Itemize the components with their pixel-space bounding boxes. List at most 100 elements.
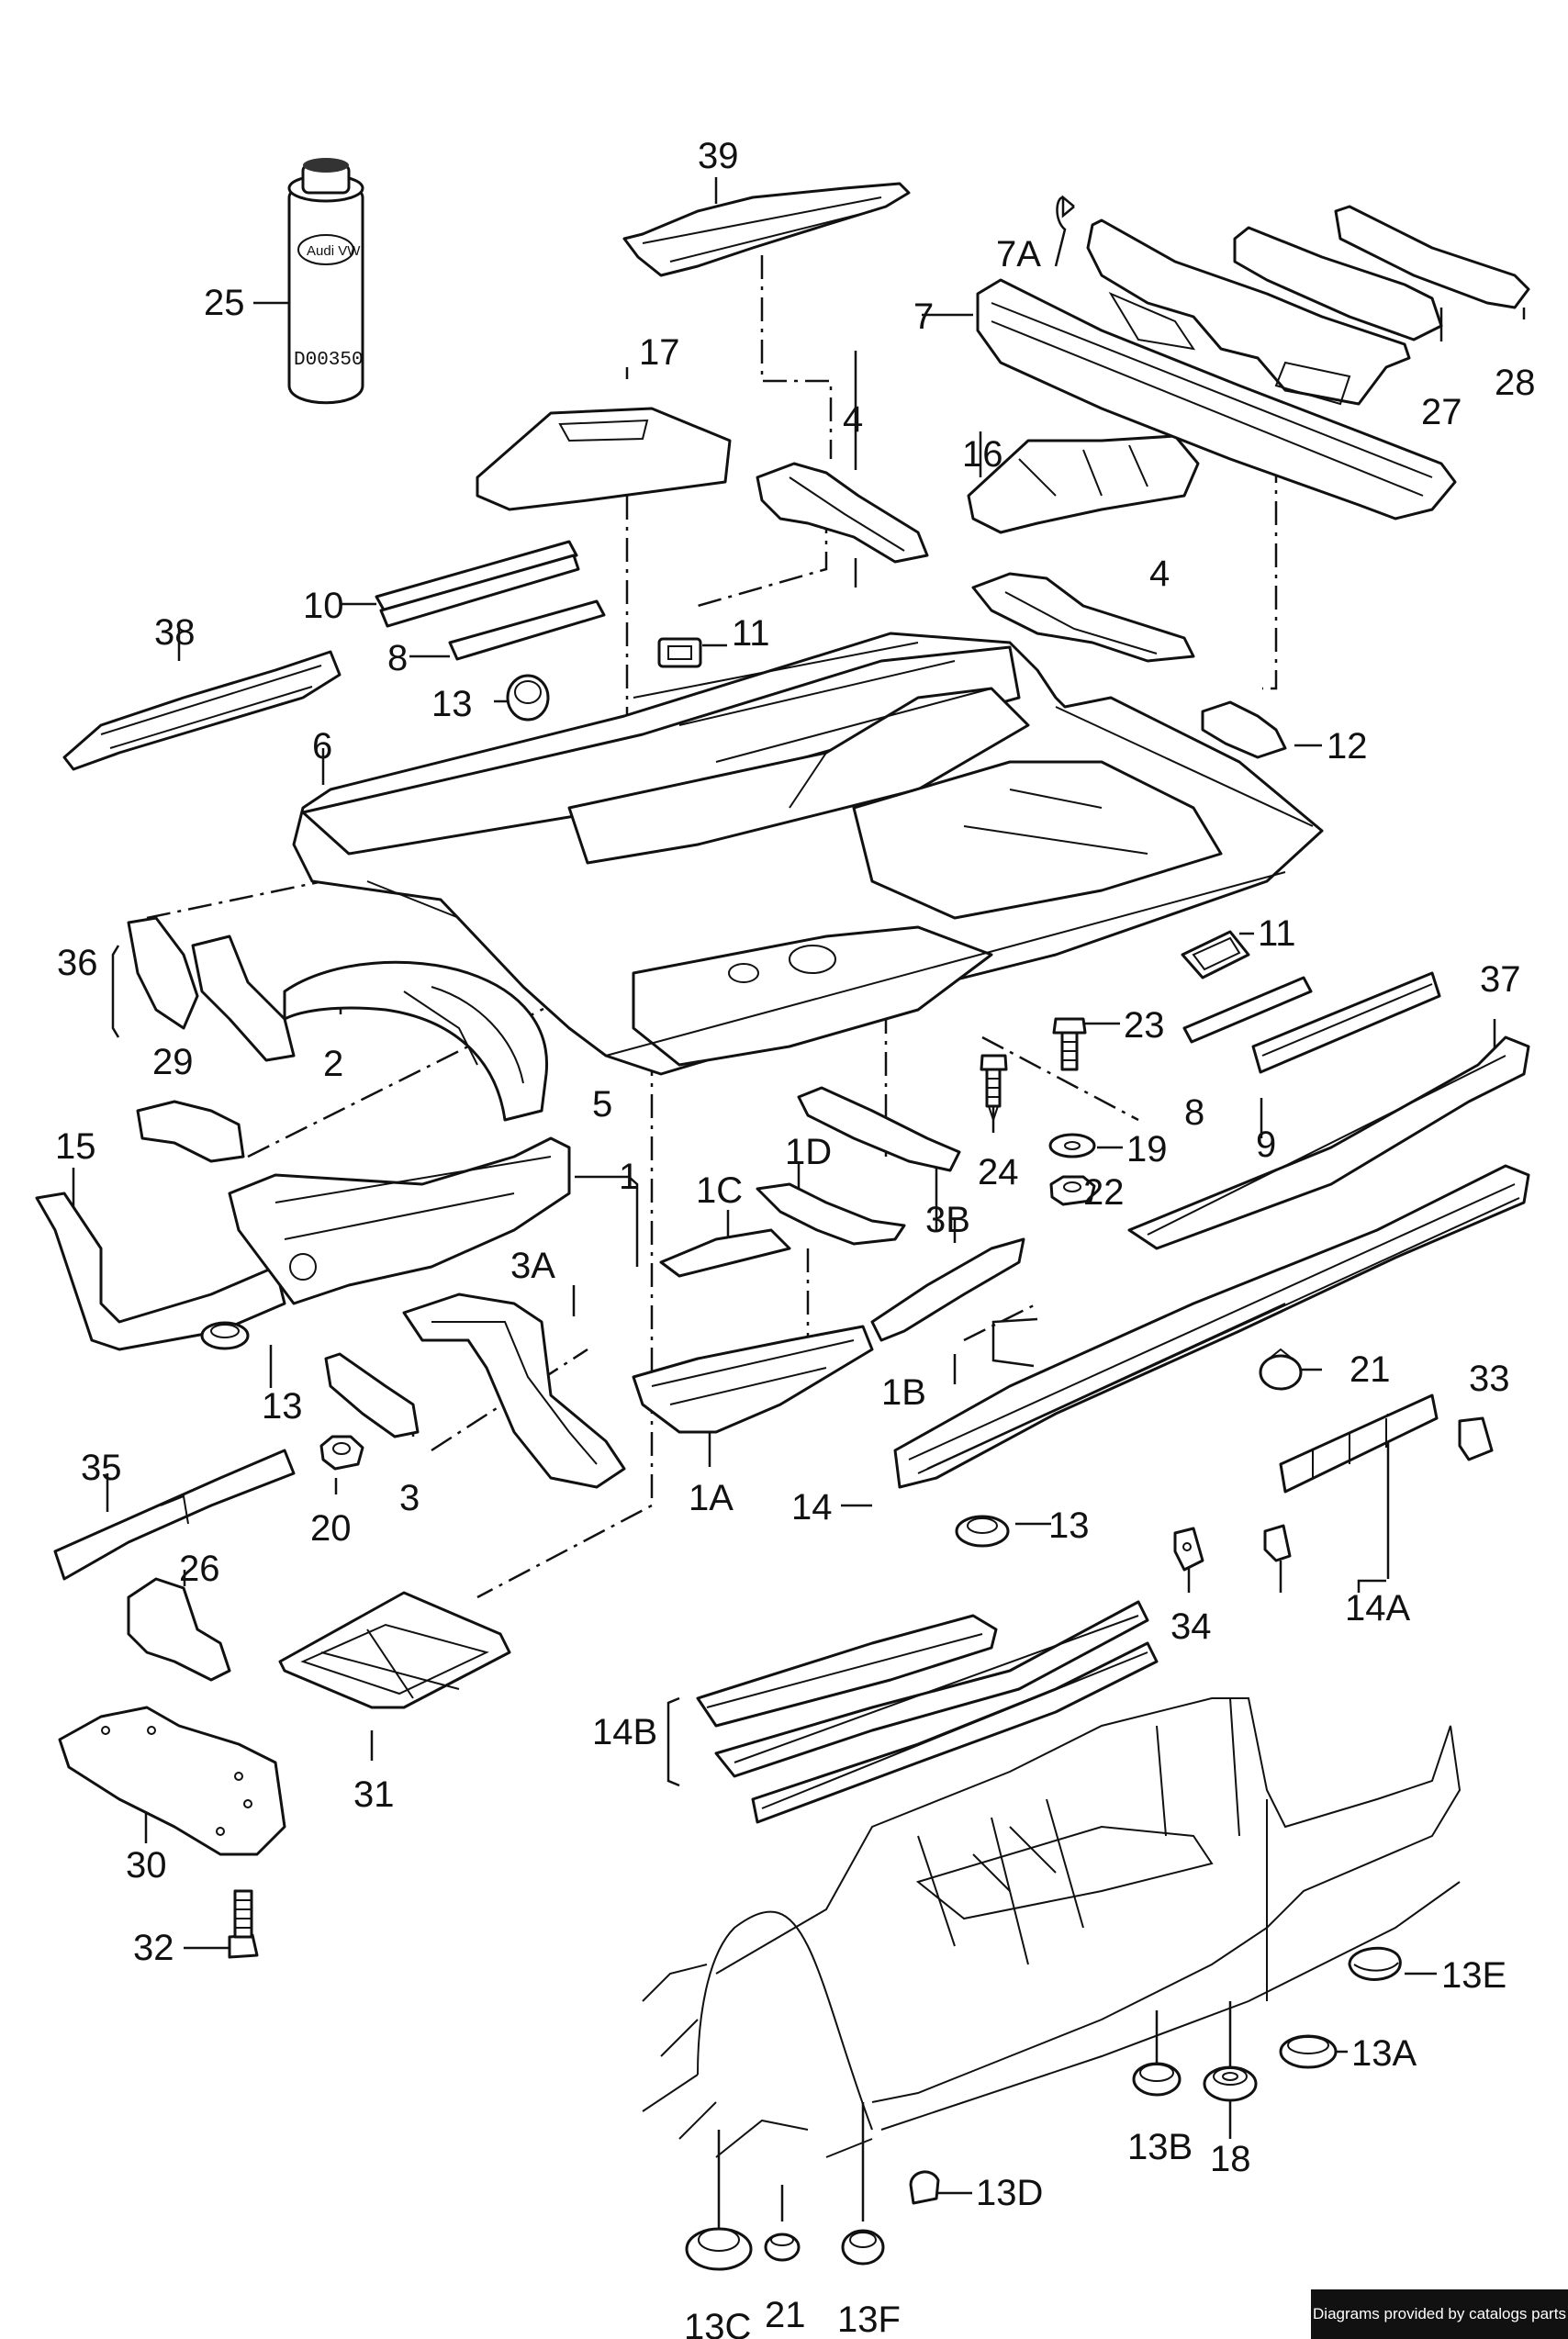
part-31-shape bbox=[278, 1591, 511, 1709]
bolt-23 bbox=[1052, 1017, 1087, 1071]
label-13B: 13B bbox=[1127, 2127, 1193, 2167]
label-35: 35 bbox=[81, 1448, 122, 1488]
part-14A-strip bbox=[1279, 1393, 1439, 1494]
part-1-shape bbox=[228, 1136, 571, 1305]
nut-22 bbox=[1049, 1175, 1096, 1206]
label-1: 1 bbox=[619, 1157, 639, 1197]
label-4-lower: 4 bbox=[1149, 554, 1170, 594]
part-4-upper-bracket bbox=[756, 462, 929, 564]
part-35-shape bbox=[53, 1449, 296, 1581]
label-11-upper: 11 bbox=[732, 613, 770, 654]
label-30: 30 bbox=[126, 1845, 167, 1886]
label-8-upper: 8 bbox=[387, 638, 408, 678]
grommet-13-upper bbox=[506, 674, 550, 722]
part-8-upper-shape bbox=[448, 599, 606, 661]
label-13-mid: 13 bbox=[1048, 1505, 1090, 1546]
part-11-lower bbox=[1181, 930, 1250, 979]
part-37-shape bbox=[1127, 1035, 1530, 1250]
part-33-shape bbox=[1458, 1416, 1494, 1461]
part-1A-shape bbox=[632, 1325, 874, 1434]
label-7: 7 bbox=[913, 297, 934, 337]
label-23: 23 bbox=[1124, 1005, 1165, 1046]
part-38-shape bbox=[62, 650, 342, 771]
part-27-shape bbox=[1086, 218, 1411, 406]
part-3-shape bbox=[324, 1352, 420, 1438]
label-36: 36 bbox=[57, 943, 98, 983]
label-3A: 3A bbox=[510, 1246, 555, 1286]
part-2-shape bbox=[283, 960, 549, 1122]
label-3: 3 bbox=[399, 1478, 420, 1518]
label-13E: 13E bbox=[1441, 1955, 1506, 1996]
label-26: 26 bbox=[179, 1549, 220, 1589]
label-29: 29 bbox=[152, 1042, 194, 1082]
label-28: 28 bbox=[1495, 363, 1536, 403]
nut-20 bbox=[319, 1435, 364, 1471]
label-20: 20 bbox=[310, 1508, 352, 1549]
credit-banner: Diagrams provided by catalogs parts bbox=[1311, 2289, 1568, 2339]
label-37: 37 bbox=[1480, 959, 1521, 1000]
washer-19 bbox=[1048, 1133, 1096, 1158]
label-12: 12 bbox=[1327, 726, 1368, 767]
label-11-lower: 11 bbox=[1258, 913, 1296, 954]
grommet-21-lower bbox=[764, 2233, 801, 2262]
label-1A: 1A bbox=[689, 1478, 734, 1518]
grommet-13A bbox=[1279, 2034, 1338, 2069]
part-7-sill-shape bbox=[976, 278, 1457, 520]
can-label-text: D00350 bbox=[294, 350, 364, 371]
label-7A: 7A bbox=[996, 234, 1041, 274]
body-shell-shape bbox=[642, 1697, 1462, 2158]
paint-can: Audi VW D00350 bbox=[287, 158, 364, 405]
part-34-shape bbox=[1173, 1527, 1204, 1572]
label-25: 25 bbox=[204, 283, 245, 323]
part-29-shape bbox=[136, 1100, 245, 1163]
grommet-13-mid bbox=[955, 1515, 1010, 1548]
label-13-upper: 13 bbox=[431, 684, 473, 724]
part-28-shape bbox=[1334, 205, 1530, 309]
grommet-21-upper bbox=[1259, 1348, 1303, 1391]
grommet-13E bbox=[1348, 1946, 1402, 1981]
label-38: 38 bbox=[154, 612, 196, 653]
part-14A-small-bracket bbox=[1263, 1524, 1292, 1562]
part-1D-shape bbox=[756, 1182, 906, 1246]
label-2: 2 bbox=[323, 1044, 343, 1084]
part-39-shape bbox=[622, 182, 911, 277]
label-19: 19 bbox=[1126, 1129, 1168, 1170]
label-1C: 1C bbox=[696, 1170, 743, 1211]
label-1B: 1B bbox=[881, 1372, 926, 1413]
label-21-lower: 21 bbox=[765, 2295, 806, 2335]
label-8-lower: 8 bbox=[1184, 1092, 1204, 1133]
label-39: 39 bbox=[698, 136, 739, 176]
label-18: 18 bbox=[1210, 2139, 1251, 2179]
part-9-shape bbox=[1251, 971, 1441, 1074]
part-12-shape bbox=[1201, 700, 1287, 759]
part-4-lower-bracket bbox=[971, 572, 1195, 663]
label-14: 14 bbox=[791, 1487, 833, 1528]
label-32: 32 bbox=[133, 1928, 174, 1968]
label-33: 33 bbox=[1469, 1359, 1510, 1399]
part-16-shape bbox=[967, 434, 1200, 534]
part-14B-upper bbox=[696, 1614, 998, 1728]
label-27: 27 bbox=[1421, 392, 1462, 432]
label-13C: 13C bbox=[684, 2307, 751, 2339]
part-3A-shape bbox=[402, 1293, 626, 1489]
label-14A: 14A bbox=[1345, 1588, 1410, 1628]
label-16: 16 bbox=[962, 434, 1003, 475]
label-22: 22 bbox=[1083, 1172, 1125, 1213]
part-17-shape bbox=[476, 407, 732, 511]
callout-labels: 39 25 17 4 7A 7 27 28 16 4 10 11 8 38 13… bbox=[55, 136, 1536, 2339]
floor-pan-shape bbox=[292, 632, 1324, 1076]
label-14B: 14B bbox=[592, 1712, 657, 1752]
label-10: 10 bbox=[303, 586, 344, 626]
grommet-18 bbox=[1203, 2065, 1258, 2102]
label-6: 6 bbox=[312, 726, 332, 767]
part-10-shape bbox=[375, 540, 580, 628]
label-13D: 13D bbox=[976, 2173, 1043, 2213]
part-1C-shape bbox=[659, 1228, 791, 1278]
part-27-panel bbox=[1233, 226, 1443, 341]
label-13A: 13A bbox=[1351, 2033, 1417, 2074]
bolt-32 bbox=[228, 1889, 259, 1959]
label-1D: 1D bbox=[785, 1132, 832, 1172]
label-13-left: 13 bbox=[262, 1386, 303, 1427]
label-15: 15 bbox=[55, 1126, 96, 1167]
